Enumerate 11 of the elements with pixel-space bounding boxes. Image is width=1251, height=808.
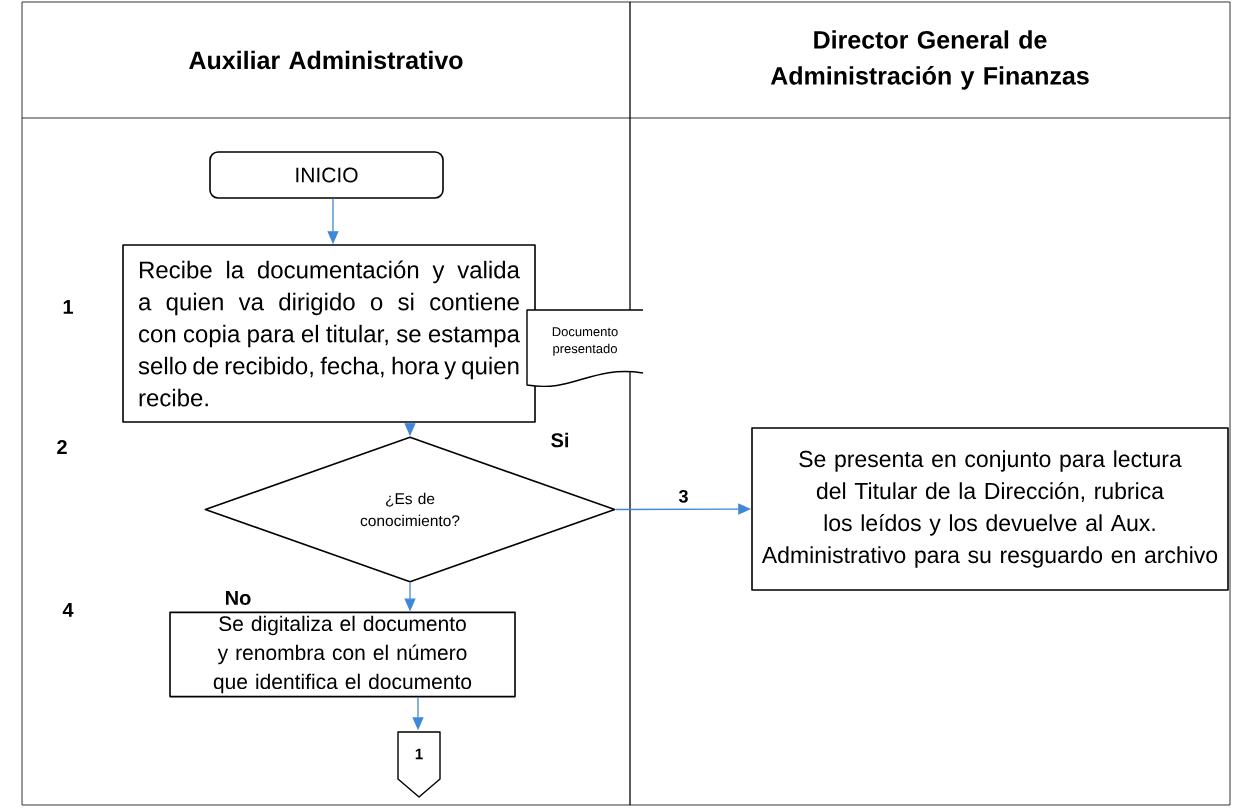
off-page-connector: 1 — [397, 731, 441, 798]
node-label: Documento presentado — [552, 327, 618, 356]
step-number: 1 — [63, 300, 73, 314]
process-box: Se presenta en conjunto para lectura del Titular de la Dirección, rubrica los leídos y los devuelve al Aux. Administrativo para su resguardo en archivo — [751, 427, 1229, 591]
start-terminal: INICIO — [209, 151, 444, 199]
process-box: Se digitaliza el documento y renombra con el número que identifica el documento — [169, 611, 516, 698]
edge-label: 3 — [678, 489, 688, 503]
step-number: 2 — [57, 440, 67, 454]
step-number: 4 — [62, 603, 74, 617]
step-number: No — [226, 591, 251, 605]
process-box: Recibe la documentación y valida a quien va dirigido o si contiene con copia para el titular, se estampa sello de recibido, fecha, hora y quien recibe. — [122, 244, 536, 423]
